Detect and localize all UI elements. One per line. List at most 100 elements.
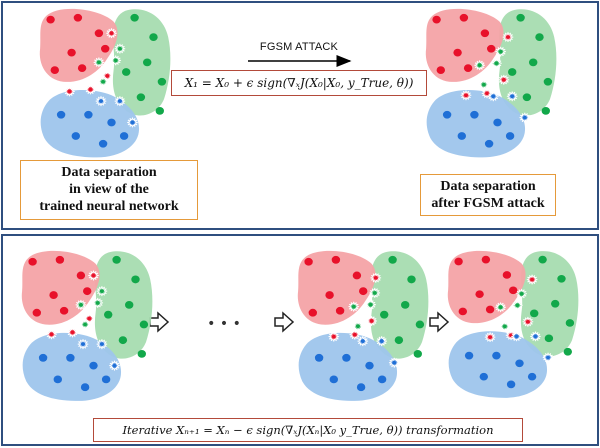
label-before-line-1: Data separation (61, 165, 157, 180)
red-point (352, 271, 362, 280)
blue-point (342, 353, 351, 362)
green-point (541, 106, 550, 115)
green-point (415, 320, 425, 329)
blue-point (89, 361, 98, 370)
starburst-point-icon (92, 297, 104, 308)
blue-point (377, 375, 387, 384)
starburst-point-icon (460, 90, 472, 101)
green-point (136, 93, 146, 102)
blue-point (515, 359, 524, 368)
label-after-attack: Data separation after FGSM attack (420, 174, 556, 216)
starburst-point-icon (498, 74, 510, 85)
blue-cluster-region (22, 332, 122, 401)
red-point (509, 286, 518, 295)
blue-cluster-region (40, 90, 140, 158)
green-point (407, 275, 416, 284)
green-point (530, 309, 539, 318)
starburst-point-icon (101, 70, 113, 81)
iterative-formula: Iterative Xₙ₊₁ = Xₙ − ϵ sign(∇ₓJ(Xₙ|X₀ y… (93, 418, 523, 442)
red-point (454, 257, 463, 266)
blue-point (493, 118, 502, 127)
blue-point (98, 139, 108, 148)
blue-point (101, 375, 111, 384)
green-point (535, 33, 544, 41)
starburst-point-icon (491, 58, 502, 69)
starburst-point-icon (106, 28, 117, 39)
green-point (563, 347, 572, 356)
red-point (459, 13, 469, 22)
red-point (304, 257, 313, 266)
green-point (380, 310, 389, 319)
label-after-line-2: after FGSM attack (431, 196, 545, 211)
red-point (436, 66, 445, 74)
blue-point (457, 132, 466, 140)
blue-point (484, 139, 494, 148)
red-point (50, 66, 59, 74)
green-point (394, 336, 404, 345)
starburst-point-icon (348, 301, 360, 312)
starburst-point-icon (93, 57, 105, 68)
starburst-point-icon (487, 91, 499, 102)
red-point (331, 255, 341, 264)
starburst-point-icon (530, 331, 541, 342)
blue-point (492, 351, 501, 360)
blue-point (506, 380, 516, 389)
starburst-point-icon (127, 117, 138, 128)
blue-cluster-region (426, 90, 526, 158)
blue-point (314, 353, 324, 362)
starburst-point-icon (46, 329, 57, 340)
green-point (149, 33, 158, 41)
green-point (557, 274, 566, 283)
fgsm-formula: X₁ = X₀ + ϵ sign(∇ₓJ(X₀|X₀, y_True, θ)) (171, 70, 427, 96)
red-point (432, 15, 441, 24)
starburst-point-icon (484, 332, 496, 343)
ellipsis: • • • (207, 316, 241, 332)
red-cluster-region (447, 250, 526, 324)
starburst-point-icon (370, 272, 382, 283)
starburst-point-icon (511, 331, 522, 342)
cluster-after-attack (425, 8, 557, 158)
starburst-point-icon (64, 86, 75, 97)
starburst-point-icon (97, 76, 109, 87)
blue-point (66, 353, 75, 362)
starburst-point-icon (365, 299, 376, 310)
blue-point (56, 110, 66, 119)
red-point (101, 44, 110, 53)
blue-point (107, 118, 116, 127)
green-point (522, 93, 532, 102)
starburst-point-icon (474, 60, 486, 71)
red-point (502, 271, 512, 279)
label-before-line-3: trained neural network (39, 199, 179, 214)
green-point (155, 106, 164, 115)
starburst-point-icon (366, 315, 377, 326)
blue-point (84, 110, 93, 119)
starburst-point-icon (96, 286, 108, 297)
starburst-point-icon (505, 330, 517, 341)
hollow-arrow-icon (274, 311, 295, 333)
starburst-point-icon (388, 357, 400, 368)
red-point (325, 291, 334, 299)
green-point (130, 13, 139, 22)
red-point (359, 287, 368, 296)
starburst-point-icon (512, 300, 523, 311)
starburst-point-icon (352, 321, 364, 332)
green-point (544, 334, 554, 343)
red-point (308, 308, 317, 317)
starburst-point-icon (502, 32, 514, 43)
red-point (94, 29, 104, 38)
blue-point (365, 361, 374, 370)
red-point (28, 257, 37, 266)
starburst-point-icon (79, 319, 91, 330)
label-before-line-2: in view of the (69, 182, 149, 197)
green-point (551, 299, 560, 308)
cluster-iteration-final (447, 250, 579, 398)
starburst-point-icon (88, 270, 99, 281)
green-point (104, 310, 113, 319)
starburst-point-icon (83, 313, 95, 324)
red-point (59, 306, 69, 315)
starburst-point-icon (75, 299, 87, 310)
blue-cluster-region (298, 332, 398, 401)
green-point (157, 77, 167, 86)
starburst-point-icon (506, 91, 518, 102)
